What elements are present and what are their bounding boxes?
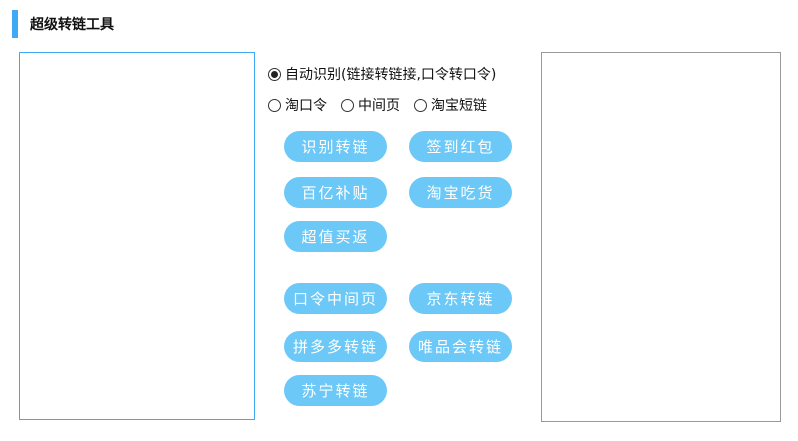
- title-bar: 超级转链工具: [12, 10, 114, 38]
- radio-auto-detect-label: 自动识别(链接转链接,口令转口令): [285, 67, 497, 83]
- radio-checked-icon[interactable]: [268, 67, 281, 81]
- vip-convert-button[interactable]: 唯品会转链: [409, 331, 512, 362]
- taobao-foodie-button[interactable]: 淘宝吃货: [409, 177, 512, 208]
- billion-subsidy-button[interactable]: 百亿补贴: [284, 177, 387, 208]
- radio-taobao-short-link-label: 淘宝短链: [431, 98, 487, 114]
- radio-unchecked-icon[interactable]: [268, 98, 281, 112]
- radio-taobao-short-link[interactable]: 淘宝短链: [414, 95, 487, 115]
- recognize-convert-button[interactable]: 识别转链: [284, 131, 387, 162]
- kouling-middle-page-button[interactable]: 口令中间页: [284, 283, 387, 314]
- checkin-redpacket-button[interactable]: 签到红包: [409, 131, 512, 162]
- mode-radio-row-2: 淘口令 中间页 淘宝短链: [268, 95, 487, 115]
- radio-auto-detect[interactable]: 自动识别(链接转链接,口令转口令): [268, 64, 496, 84]
- radio-middle-page-label: 中间页: [358, 98, 400, 114]
- radio-unchecked-icon[interactable]: [341, 98, 354, 112]
- suning-convert-button[interactable]: 苏宁转链: [284, 375, 387, 406]
- super-value-cashback-button[interactable]: 超值买返: [284, 221, 387, 252]
- pdd-convert-button[interactable]: 拼多多转链: [284, 331, 387, 362]
- title-accent-bar: [12, 10, 18, 38]
- input-textarea[interactable]: [19, 52, 255, 420]
- radio-unchecked-icon[interactable]: [414, 98, 427, 112]
- radio-tao-kouling[interactable]: 淘口令: [268, 95, 327, 115]
- output-textarea[interactable]: [541, 52, 781, 422]
- page-title: 超级转链工具: [30, 17, 114, 33]
- radio-tao-kouling-label: 淘口令: [285, 98, 327, 114]
- jd-convert-button[interactable]: 京东转链: [409, 283, 512, 314]
- radio-middle-page[interactable]: 中间页: [341, 95, 400, 115]
- mode-radio-row-1: 自动识别(链接转链接,口令转口令): [268, 64, 496, 84]
